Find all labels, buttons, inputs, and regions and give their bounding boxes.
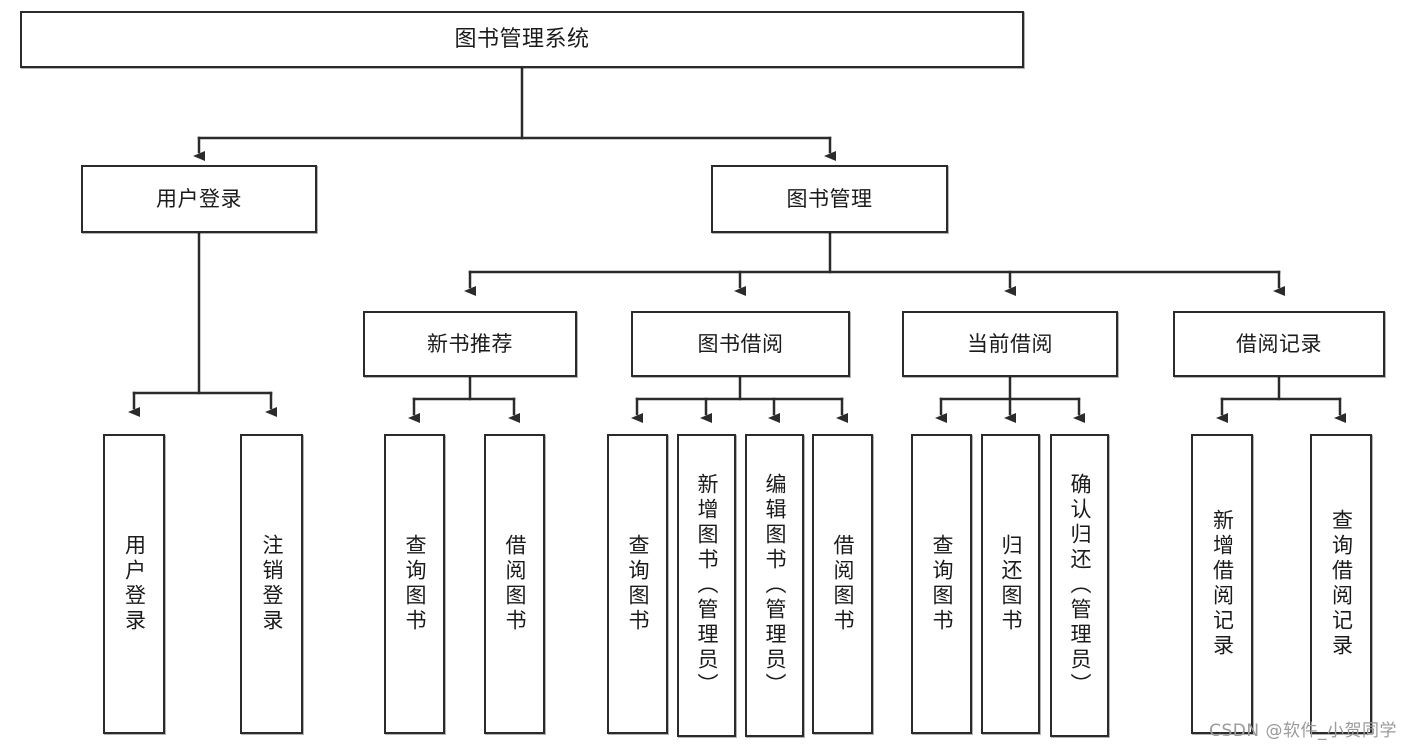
node-leaf-edit-book[interactable]: 编辑图书（管理员） (745, 434, 804, 737)
node-leaf-logout-login[interactable]: 注销登录 (240, 434, 303, 734)
node-label: 查询图书 (930, 534, 954, 634)
csdn-watermark: CSDN @软件_小贺同学 (1209, 721, 1397, 741)
node-label: 图书管理系统 (454, 26, 590, 52)
node-label: 新增借阅记录 (1210, 509, 1235, 659)
node-leaf-query-book-1[interactable]: 查询图书 (384, 434, 445, 734)
node-label: 查询借阅记录 (1329, 509, 1354, 659)
node-label: 确认归还（管理员） (1068, 473, 1092, 698)
node-root-system[interactable]: 图书管理系统 (20, 11, 1024, 68)
node-user-login[interactable]: 用户登录 (81, 165, 317, 233)
node-label: 归还图书 (999, 534, 1023, 634)
node-leaf-user-login[interactable]: 用户登录 (103, 434, 165, 734)
node-label: 借阅记录 (1236, 331, 1322, 356)
node-label: 注销登录 (260, 534, 284, 634)
node-label: 当前借阅 (967, 331, 1053, 356)
node-leaf-return-book[interactable]: 归还图书 (981, 434, 1040, 734)
node-label: 借阅图书 (503, 534, 527, 634)
node-label: 编辑图书（管理员） (763, 473, 787, 698)
node-leaf-borrow-book-2[interactable]: 借阅图书 (812, 434, 873, 734)
node-label: 查询图书 (626, 534, 650, 634)
node-label: 用户登录 (122, 534, 147, 634)
node-label: 查询图书 (403, 534, 427, 634)
node-leaf-add-record[interactable]: 新增借阅记录 (1191, 434, 1253, 734)
node-label: 新增图书（管理员） (695, 473, 719, 698)
node-current-borrow[interactable]: 当前借阅 (902, 311, 1118, 377)
node-label: 用户登录 (156, 186, 242, 211)
node-label: 图书管理 (786, 186, 873, 211)
node-leaf-add-book[interactable]: 新增图书（管理员） (677, 434, 736, 737)
node-book-manage[interactable]: 图书管理 (711, 165, 948, 233)
node-leaf-query-book-3[interactable]: 查询图书 (911, 434, 972, 734)
node-new-book-recommend[interactable]: 新书推荐 (363, 311, 577, 377)
node-leaf-query-record[interactable]: 查询借阅记录 (1310, 434, 1372, 734)
node-leaf-borrow-book-1[interactable]: 借阅图书 (484, 434, 545, 734)
node-label: 借阅图书 (831, 534, 855, 634)
node-leaf-confirm-return[interactable]: 确认归还（管理员） (1050, 434, 1109, 737)
node-label: 图书借阅 (697, 331, 784, 356)
node-label: 新书推荐 (427, 331, 513, 356)
node-book-borrow[interactable]: 图书借阅 (631, 311, 850, 377)
node-borrow-record[interactable]: 借阅记录 (1173, 311, 1385, 377)
node-leaf-query-book-2[interactable]: 查询图书 (607, 434, 668, 734)
